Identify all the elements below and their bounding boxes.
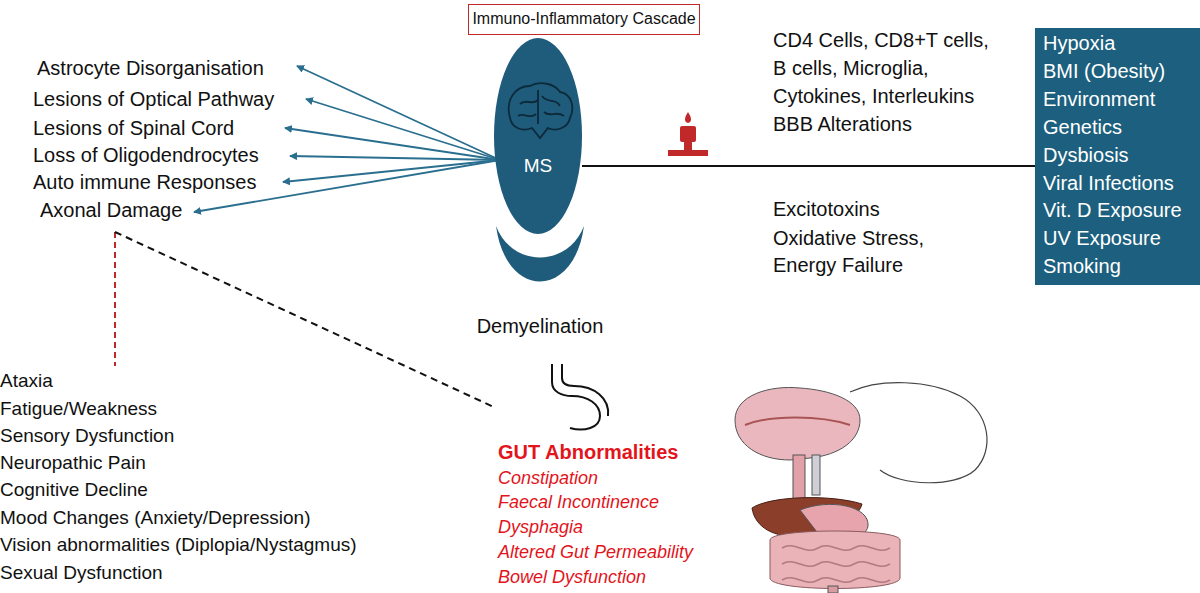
stomach-outline (562, 364, 608, 416)
text-label: Ataxia (0, 370, 53, 392)
stomach-icon (552, 364, 608, 430)
node-text: Viral Infections (1043, 172, 1174, 194)
text-label: Axonal Damage (40, 199, 182, 221)
gut-label: Dysphagia (498, 516, 583, 538)
candle-flame (685, 112, 691, 123)
crescent-fill (496, 226, 584, 282)
candle-body (680, 126, 696, 142)
leader-arrow (306, 99, 500, 160)
ellipse-shape (494, 38, 582, 234)
text-label: Cognitive Decline (0, 479, 148, 501)
text-label: Energy Failure (773, 254, 903, 276)
intestines (770, 531, 900, 589)
text-label: Vision abnormalities (Diplopia/Nystagmus… (0, 534, 357, 556)
node-text: MS (494, 155, 582, 177)
text-label: BBB Alterations (773, 113, 912, 135)
text-label: Lesions of Spinal Cord (33, 117, 234, 139)
text-label: CD4 Cells, CD8+T cells, (773, 29, 989, 51)
text-label: Lesions of Optical Pathway (33, 88, 274, 110)
leader-arrow (297, 66, 500, 160)
ms-ellipse: MS (494, 38, 582, 234)
brain-outline (509, 83, 573, 138)
text-label: Auto immune Responses (33, 171, 256, 193)
gut-label: Faecal Incontinence (498, 491, 659, 513)
text-label: Oxidative Stress, (773, 227, 924, 249)
brain-icon (509, 83, 573, 138)
text-label: Sensory Dysfunction (0, 425, 174, 447)
stomach-outline (552, 364, 600, 430)
text-label: B cells, Microglia, (773, 57, 929, 79)
demyelination-crescent: Demyelination (470, 220, 610, 340)
gut-label: Altered Gut Permeability (498, 541, 693, 563)
connector-line (582, 165, 1035, 167)
node-text: Vit. D Exposure (1043, 199, 1182, 221)
digestive-illustration (735, 383, 987, 593)
node-text: Demyelination (470, 315, 610, 337)
text-label: Sexual Dysfunction (0, 562, 163, 584)
node-text: Immuno-Inflammatory Cascade (469, 5, 699, 33)
node-text: Genetics (1043, 116, 1122, 138)
gut-label: Constipation (498, 467, 598, 489)
node-text: Smoking (1043, 255, 1121, 277)
gut-label: Bowel Dysfunction (498, 566, 646, 588)
text-label: Excitotoxins (773, 198, 880, 220)
text-label: Mood Changes (Anxiety/Depression) (0, 507, 311, 529)
candle-icon (668, 112, 708, 156)
dashed-leader (115, 232, 496, 408)
node-text: Hypoxia (1043, 32, 1115, 54)
trachea (812, 455, 820, 495)
text-label: Astrocyte Disorganisation (37, 57, 264, 79)
text-label: Fatigue/Weakness (0, 398, 157, 420)
dashed-leader (114, 232, 116, 366)
brain-folds (518, 90, 564, 124)
tongue (745, 418, 850, 426)
text-label: Loss of Oligodendrocytes (33, 144, 259, 166)
text-label: Neuropathic Pain (0, 452, 146, 474)
title-box: Immuno-Inflammatory Cascade (468, 4, 700, 35)
risk-factor-box: HypoxiaBMI (Obesity) EnvironmentGeneticsD… (1035, 28, 1200, 285)
node-text: UV Exposure (1043, 227, 1161, 249)
node-text: Dysbiosis (1043, 144, 1129, 166)
head-outline (850, 383, 987, 483)
mouth-cavity (735, 387, 860, 460)
text-label: Cytokines, Interleukins (773, 85, 974, 107)
gut-label: GUT Abnormalities (498, 441, 678, 463)
rectum (828, 586, 838, 593)
node-text: BMI (Obesity) (1043, 60, 1165, 82)
ellipse-fill (494, 38, 582, 234)
intestine-folds (782, 546, 890, 583)
node-text: Environment (1043, 88, 1155, 110)
leader-arrow (290, 156, 500, 160)
leader-arrow (285, 128, 500, 160)
